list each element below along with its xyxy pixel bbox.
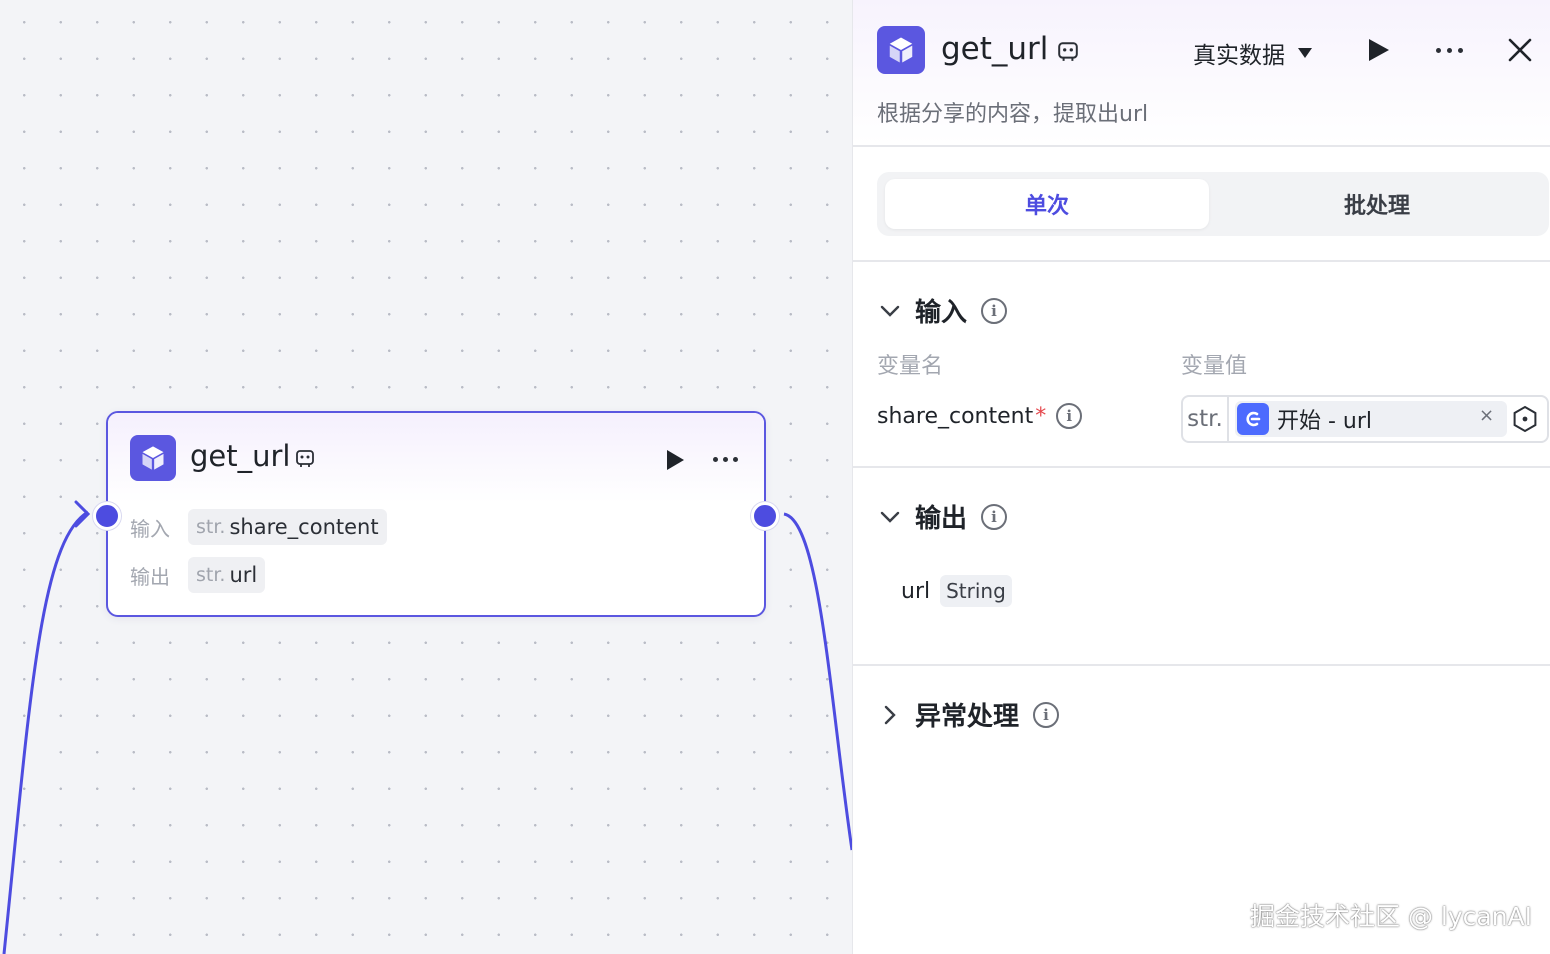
start-node-icon bbox=[1237, 403, 1269, 435]
output-section-title: 输出 bbox=[915, 504, 968, 534]
input-var-name: share_content bbox=[877, 403, 1034, 429]
variable-ref-label: 开始 - url bbox=[1277, 409, 1373, 434]
tab-batch[interactable]: 批处理 bbox=[1343, 194, 1410, 219]
outgoing-edge[interactable] bbox=[783, 512, 852, 851]
chevron-down-icon bbox=[880, 305, 900, 317]
error-section-toggle[interactable]: 异常处理 i bbox=[879, 696, 1060, 733]
output-section-toggle[interactable]: 输出 i bbox=[879, 498, 1008, 535]
incoming-edge[interactable] bbox=[2, 510, 89, 954]
cube-icon bbox=[130, 435, 176, 481]
column-var-name: 变量名 bbox=[877, 354, 944, 379]
cube-icon bbox=[877, 26, 925, 74]
divider bbox=[853, 466, 1550, 468]
robot-icon bbox=[296, 450, 314, 467]
incoming-edge-arrow bbox=[74, 500, 91, 528]
play-icon bbox=[667, 450, 684, 470]
output-var-row: url String bbox=[901, 575, 1012, 607]
column-var-value: 变量值 bbox=[1181, 354, 1248, 379]
node-config-panel: get_url 真实数据 根据分享的内容，提取出url 单次 批处理 bbox=[852, 0, 1550, 954]
node-more-button[interactable] bbox=[708, 447, 742, 471]
caret-down-icon bbox=[1298, 48, 1312, 58]
node-output-label: 输出 bbox=[130, 564, 170, 589]
node-card-get-url[interactable]: get_url 输入 str. share_cont bbox=[106, 411, 766, 617]
run-mode-tabs: 单次 批处理 bbox=[877, 172, 1549, 236]
watermark: 掘金技术社区 @ lycanAI bbox=[1250, 902, 1533, 931]
play-icon bbox=[1369, 39, 1389, 61]
input-section-toggle[interactable]: 输入 i bbox=[879, 292, 1008, 329]
output-var-type: String bbox=[940, 575, 1012, 607]
divider bbox=[853, 664, 1550, 666]
run-button[interactable] bbox=[1365, 37, 1391, 63]
node-input-row: 输入 str. share_content bbox=[130, 509, 387, 545]
variable-ref-tag[interactable]: 开始 - url bbox=[1235, 401, 1507, 437]
node-output-row: 输出 str. url bbox=[130, 557, 266, 593]
data-mode-dropdown[interactable]: 真实数据 bbox=[1193, 36, 1313, 70]
more-dots-icon bbox=[1435, 47, 1441, 53]
error-section-title: 异常处理 bbox=[915, 702, 1020, 732]
chevron-down-icon bbox=[880, 511, 900, 523]
run-node-button[interactable] bbox=[664, 449, 686, 471]
info-icon[interactable]: i bbox=[981, 503, 1008, 530]
clear-ref-icon[interactable]: × bbox=[1479, 405, 1495, 426]
robot-icon bbox=[1058, 42, 1078, 61]
node-output-chip: str. url bbox=[188, 557, 266, 593]
node-title: get_url bbox=[190, 439, 291, 473]
info-icon[interactable]: i bbox=[981, 297, 1008, 324]
input-var-value-field[interactable]: str. 开始 - url × bbox=[1181, 395, 1549, 443]
input-var-row: share_content * i bbox=[877, 403, 1083, 429]
node-header: get_url bbox=[108, 413, 764, 503]
panel-more-button[interactable] bbox=[1431, 38, 1467, 62]
info-icon[interactable]: i bbox=[1033, 701, 1060, 728]
input-section-title: 输入 bbox=[915, 298, 968, 328]
node-input-chip: str. share_content bbox=[188, 509, 387, 545]
data-mode-label: 真实数据 bbox=[1193, 43, 1285, 69]
divider bbox=[853, 260, 1550, 262]
variable-picker-icon[interactable] bbox=[1511, 405, 1539, 433]
workflow-canvas[interactable]: get_url 输入 str. share_cont bbox=[0, 0, 852, 954]
close-icon[interactable] bbox=[1507, 37, 1533, 63]
more-dots-icon bbox=[712, 456, 718, 462]
panel-description: 根据分享的内容，提取出url bbox=[877, 102, 1149, 127]
edges-layer bbox=[2, 500, 852, 954]
chevron-right-icon bbox=[884, 705, 896, 724]
node-input-handle[interactable] bbox=[93, 502, 121, 530]
value-type-selector[interactable]: str. bbox=[1183, 397, 1229, 441]
output-var-name: url bbox=[901, 578, 931, 604]
panel-title: get_url bbox=[941, 31, 1049, 67]
tab-single[interactable]: 单次 bbox=[885, 179, 1209, 229]
panel-header: get_url 真实数据 根据分享的内容，提取出url bbox=[853, 0, 1550, 147]
node-output-handle[interactable] bbox=[751, 502, 779, 530]
info-icon[interactable]: i bbox=[1056, 403, 1083, 429]
node-input-label: 输入 bbox=[130, 516, 170, 541]
required-mark: * bbox=[1035, 403, 1047, 429]
